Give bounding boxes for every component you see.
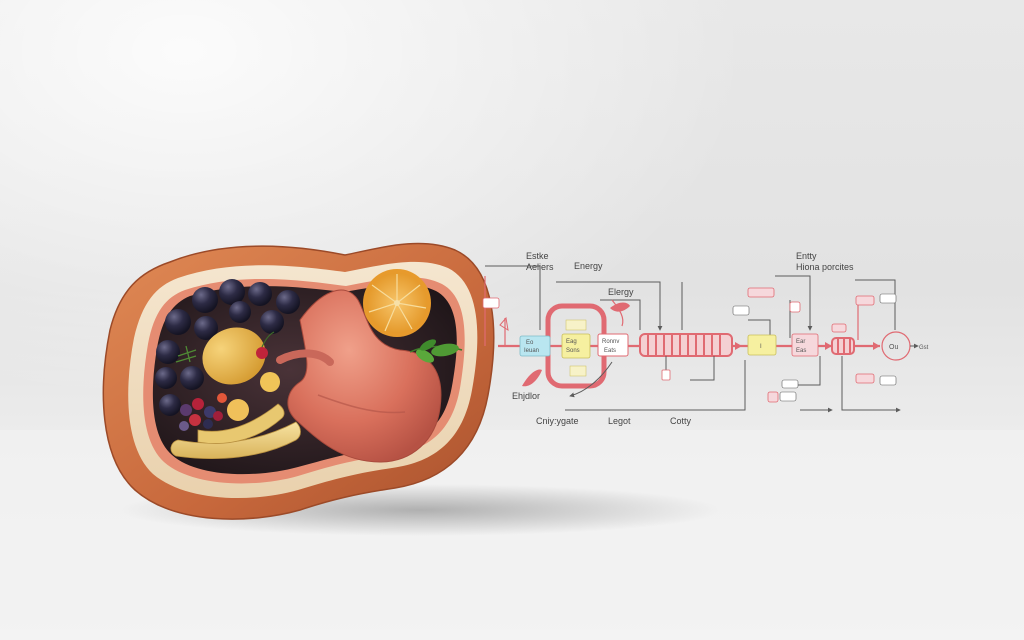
box-4: I	[747, 334, 777, 356]
herb-sprig	[409, 339, 463, 363]
box-5-text-b: Eas	[796, 348, 806, 354]
pipe-arrows	[735, 342, 880, 350]
end-circle-text: Ou	[889, 344, 898, 351]
box-5: Ear Eas	[791, 333, 819, 357]
box-2-text-b: Sons	[566, 348, 580, 354]
label-bottom-1: Cniy:ygate	[536, 416, 579, 426]
coil-small	[831, 337, 855, 355]
red-feeders	[484, 276, 859, 346]
small-tags	[482, 287, 897, 403]
label-top-right-b: Hiona porcites	[796, 262, 854, 272]
label-energy-mid: Elergy	[608, 287, 634, 297]
organ-tube	[276, 349, 334, 366]
box-1: Eo Ieuan	[519, 335, 551, 357]
bananas	[170, 403, 301, 459]
box-2-text-a: Eag	[566, 339, 577, 345]
herb-left	[175, 345, 197, 363]
box-1-text-b: Ieuan	[524, 348, 539, 354]
box-4-text: I	[760, 344, 762, 350]
label-bottom-2: Legot	[608, 416, 631, 426]
potato	[202, 327, 266, 385]
box-3-text-b: Eats	[604, 348, 616, 354]
connectors	[485, 265, 901, 413]
loop-tag-top	[565, 319, 587, 331]
label-top-left-b: Aeliers	[526, 262, 554, 272]
label-bottom-3: Cotty	[670, 416, 692, 426]
blueberries	[155, 279, 300, 416]
organ-fold	[317, 394, 406, 414]
box-3-text-a: Ronnv	[602, 339, 619, 345]
stomach-illustration	[102, 242, 720, 536]
box-1-text-a: Eo	[526, 340, 534, 346]
box-2: Eag Sons	[561, 333, 591, 359]
label-bottom-left: Ehjdlor	[512, 391, 540, 401]
label-top-left-a: Estke	[526, 251, 549, 261]
red-mark-2	[522, 369, 542, 387]
end-tail-text: Gst	[919, 345, 929, 351]
red-mark-3	[499, 316, 509, 332]
coil-section	[639, 333, 733, 357]
label-top-right-a: Entty	[796, 251, 817, 261]
red-mark-1	[610, 302, 630, 312]
orange-slice	[363, 269, 431, 337]
box-5-text-a: Ear	[796, 339, 805, 345]
flow-diagram: Eo Ieuan Eag Sons Ronnv Eats I Ear Eas	[482, 251, 929, 426]
box-3: Ronnv Eats	[597, 333, 629, 357]
mixed-berries	[179, 331, 280, 431]
loop-tag-bottom	[569, 365, 587, 377]
label-energy-top: Energy	[574, 261, 603, 271]
stomach-organ	[287, 289, 442, 463]
